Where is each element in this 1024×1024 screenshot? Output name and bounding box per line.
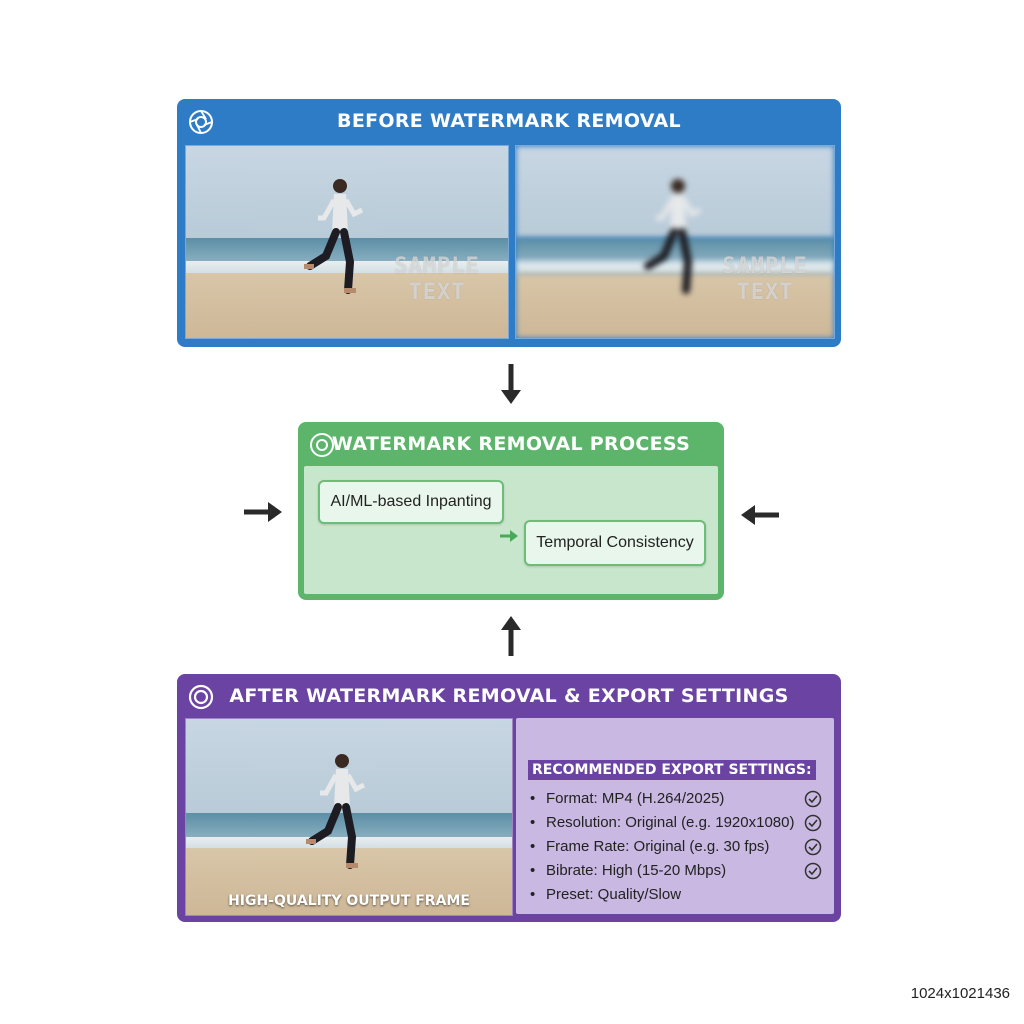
before-panel: BEFORE WATERMARK REMOVAL SAMPLE TEXT: [177, 99, 841, 347]
check-icon: [804, 790, 822, 808]
after-panel-title: AFTER WATERMARK REMOVAL & EXPORT SETTING…: [229, 685, 789, 707]
inpainting-step: AI/ML-based Inpanting: [318, 480, 504, 524]
temporal-consistency-step: Temporal Consistency: [524, 520, 706, 566]
check-icon: [804, 838, 822, 856]
blurred-watermark-overlay: SAMPLE TEXT: [722, 254, 808, 305]
runner-figure: [304, 179, 364, 294]
export-settings-title: RECOMMENDED EXPORT SETTINGS:: [528, 760, 816, 780]
arrow-right-icon: [244, 502, 282, 522]
arrow-left-icon: [741, 505, 779, 525]
step-arrow-icon: [500, 530, 518, 542]
output-frame-caption: HIGH-QUALITY OUTPUT FRAME: [228, 893, 470, 909]
blurred-runner-figure: [644, 179, 702, 294]
arrow-up-icon: [501, 616, 521, 656]
dimensions-label: 1024x1021436: [910, 985, 1010, 1002]
check-icon: [804, 814, 822, 832]
original-frame-image: SAMPLE TEXT: [185, 145, 509, 339]
watermark-overlay: SAMPLE TEXT: [394, 254, 480, 305]
process-panel: WATERMARK REMOVAL PROCESS AI/ML-based In…: [298, 422, 724, 600]
output-runner-figure: [306, 754, 366, 869]
process-panel-title: WATERMARK REMOVAL PROCESS: [331, 433, 691, 455]
output-frame-image: HIGH-QUALITY OUTPUT FRAME: [185, 718, 513, 916]
check-icon: [804, 862, 822, 880]
after-panel: AFTER WATERMARK REMOVAL & EXPORT SETTING…: [177, 674, 841, 922]
process-logo-icon: [310, 433, 334, 457]
export-settings-box: RECOMMENDED EXPORT SETTINGS: •Format: MP…: [516, 718, 834, 914]
before-panel-title: BEFORE WATERMARK REMOVAL: [337, 110, 681, 132]
aperture-logo-icon: [189, 110, 213, 134]
blurred-frame-image: SAMPLE TEXT: [515, 145, 835, 339]
setting-resolution: •Resolution: Original (e.g. 1920x1080): [530, 814, 795, 831]
setting-format: •Format: MP4 (H.264/2025): [530, 790, 725, 807]
after-logo-icon: [188, 684, 214, 710]
setting-frame-rate: •Frame Rate: Original (e.g. 30 fps): [530, 838, 770, 855]
setting-preset: •Preset: Quality/Slow: [530, 886, 682, 903]
setting-bitrate: •Bibrate: High (15-20 Mbps): [530, 862, 727, 879]
arrow-down-icon: [501, 364, 521, 404]
